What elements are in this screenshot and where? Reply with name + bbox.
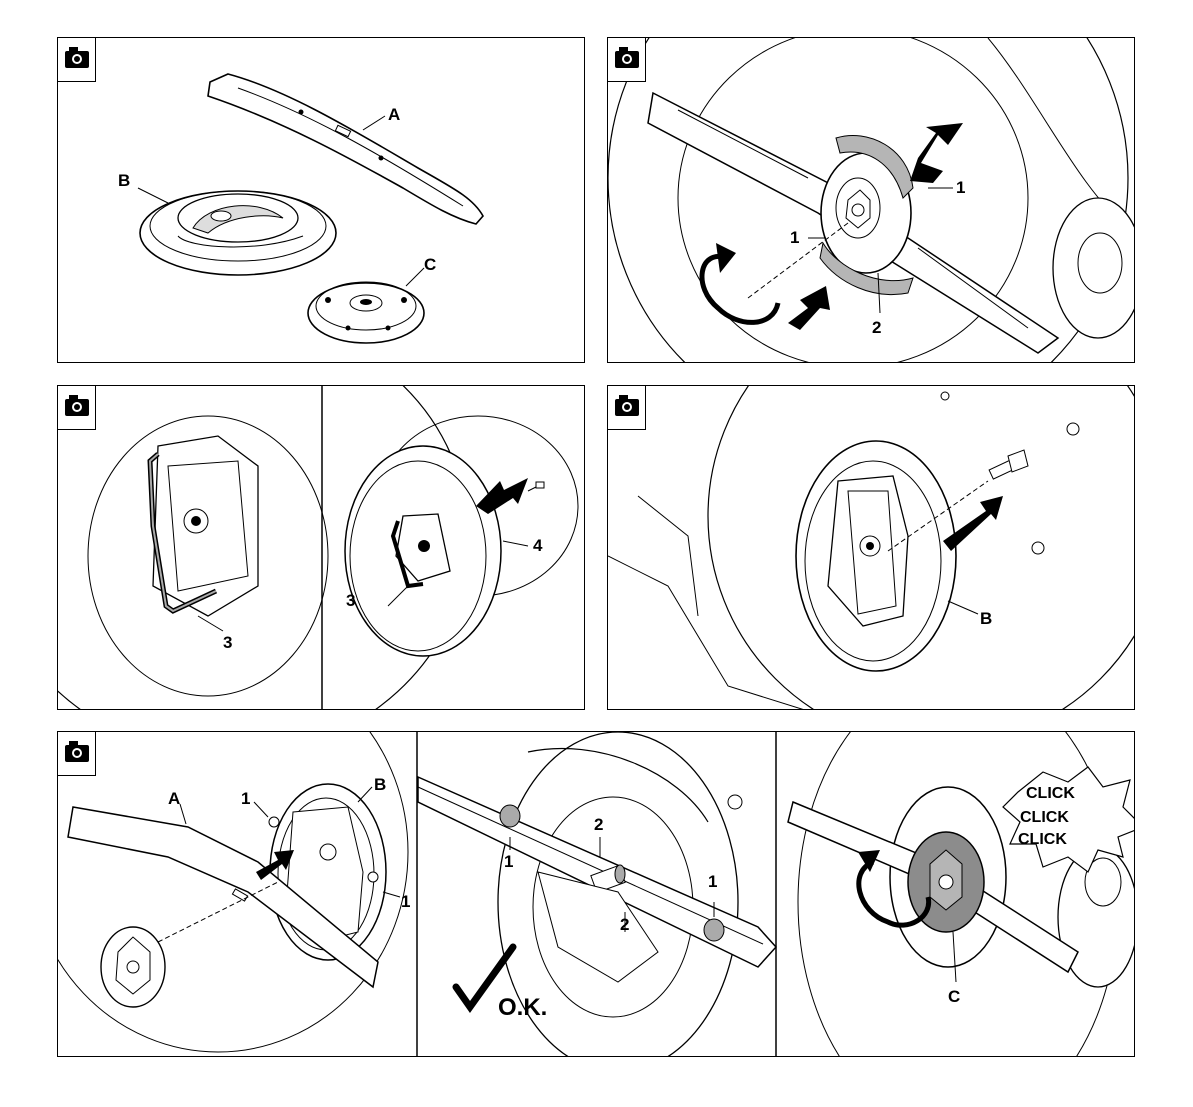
label-pin-1-a: 1 [504, 852, 513, 871]
camera-badge [58, 386, 96, 430]
hub-c [308, 282, 424, 343]
camera-badge [608, 38, 646, 82]
panel-blade-assembly: A 1 B 1 1 1 2 2 O.K. [57, 731, 1135, 1057]
assembly-illustration: A 1 B 1 1 1 2 2 O.K. [58, 732, 1135, 1057]
label-disc-b: B [374, 775, 386, 794]
label-hex-key-right: 3 [346, 591, 355, 610]
label-pin-1-right: 1 [401, 892, 410, 911]
click-text-3: CLICK [1018, 831, 1067, 848]
panel-hex-key: 3 3 4 [57, 385, 585, 710]
label-screw-4: 4 [533, 536, 543, 555]
disc-mount-illustration: B [608, 386, 1135, 710]
parts-illustration: A B C [58, 38, 585, 363]
camera-icon [614, 394, 640, 418]
click-text-1: CLICK [1026, 785, 1075, 802]
label-lever-2: 2 [872, 318, 881, 337]
disc-b [140, 191, 336, 275]
label-hub-c: C [948, 987, 960, 1006]
hub-knob [101, 927, 165, 1007]
label-pin-1-b: 1 [708, 872, 717, 891]
label-pin-2-b: 2 [620, 915, 629, 934]
panel-parts-overview: A B C [57, 37, 585, 363]
label-a: A [388, 105, 400, 124]
label-hex-key-left: 3 [223, 633, 232, 652]
label-blade-a: A [168, 789, 180, 808]
camera-icon [64, 46, 90, 70]
hex-key-illustration: 3 3 4 [58, 386, 585, 710]
camera-icon [64, 394, 90, 418]
release-illustration: 1 1 2 [608, 38, 1135, 363]
camera-icon [614, 46, 640, 70]
label-pin-1-top: 1 [241, 789, 250, 808]
screw [989, 450, 1028, 479]
label-pin-2-a: 2 [594, 815, 603, 834]
camera-badge [58, 732, 96, 776]
click-text-2: CLICK [1020, 809, 1069, 826]
label-c: C [424, 255, 436, 274]
label-b: B [118, 171, 130, 190]
panel-disc-mount: B [607, 385, 1135, 710]
camera-icon [64, 740, 90, 764]
label-lever-1-top: 1 [956, 178, 965, 197]
label-disc-b: B [980, 609, 992, 628]
label-lever-1-left: 1 [790, 228, 799, 247]
panel-release-levers: 1 1 2 [607, 37, 1135, 363]
ok-label: O.K. [498, 994, 547, 1021]
camera-badge [608, 386, 646, 430]
camera-badge [58, 38, 96, 82]
